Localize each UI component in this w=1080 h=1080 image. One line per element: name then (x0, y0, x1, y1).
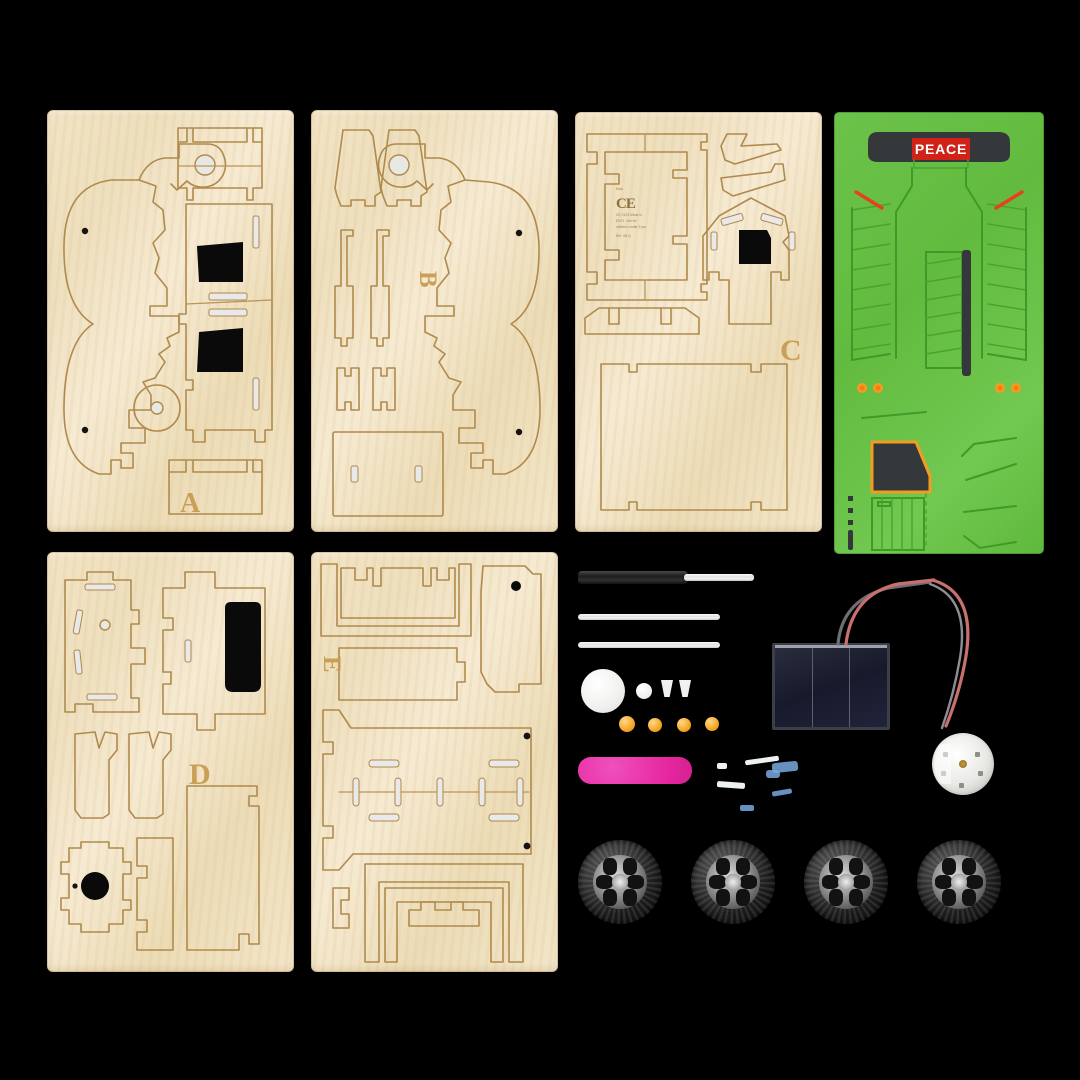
fineprint-line-3: children under 3 yrs (616, 225, 646, 229)
hardware-blue-clip-4[interactable] (740, 805, 754, 811)
orange-bead-3[interactable] (677, 718, 691, 732)
fineprint-line-0: Mod. (616, 187, 624, 191)
cone-bushing-1[interactable] (661, 680, 673, 697)
cone-bushing-2[interactable] (679, 680, 691, 697)
axle-rod-2[interactable] (578, 614, 720, 620)
hardware-blue-clip-3[interactable] (771, 788, 793, 797)
fineprint-line-2: EN71 Not for (616, 219, 637, 223)
green-sticker-sheet[interactable]: PEACE (834, 112, 1044, 554)
plywood-sheet-d[interactable]: D (47, 552, 294, 972)
small-gear[interactable] (636, 683, 652, 699)
sheet-letter-d: D (189, 758, 211, 791)
solar-to-motor-wiring (836, 578, 970, 730)
wheel-3[interactable] (804, 840, 888, 924)
plywood-sheet-c[interactable]: C CE Mod. CE 0123 Made in EN71 Not for c… (575, 112, 822, 532)
hardware-blue-clip-2[interactable] (766, 770, 780, 778)
solar-panel[interactable] (772, 643, 890, 730)
wheel-2[interactable] (691, 840, 775, 924)
plywood-sheet-b[interactable]: B (311, 110, 558, 532)
orange-bead-2[interactable] (648, 718, 662, 732)
sheet-letter-c: C (780, 334, 802, 367)
hardware-white-bit-1[interactable] (717, 763, 727, 769)
fineprint-line-4: Ref. 08-Q (616, 234, 631, 238)
large-gear-disc[interactable] (581, 669, 625, 713)
orange-bead-4[interactable] (705, 717, 719, 731)
axle-rod-1[interactable] (684, 574, 754, 581)
ce-mark: CE (616, 196, 636, 212)
peace-banner-text: PEACE (915, 141, 967, 157)
black-axle-tube[interactable] (578, 571, 688, 584)
sheet-letter-b: B (414, 271, 441, 288)
axle-rod-3[interactable] (578, 642, 720, 648)
sheet-letter-a: A (180, 488, 201, 519)
plywood-sheet-a[interactable]: A (47, 110, 294, 532)
pink-sandpaper[interactable] (578, 757, 692, 784)
sheet-letter-e: E (318, 656, 345, 673)
motor[interactable] (932, 733, 994, 795)
orange-bead-1[interactable] (619, 716, 635, 732)
hardware-white-bit-3[interactable] (716, 781, 746, 789)
wheel-1[interactable] (578, 840, 662, 924)
fineprint-line-1: CE 0123 Made in (616, 213, 643, 217)
wheel-4[interactable] (917, 840, 1001, 924)
plywood-sheet-e[interactable]: E (311, 552, 558, 972)
